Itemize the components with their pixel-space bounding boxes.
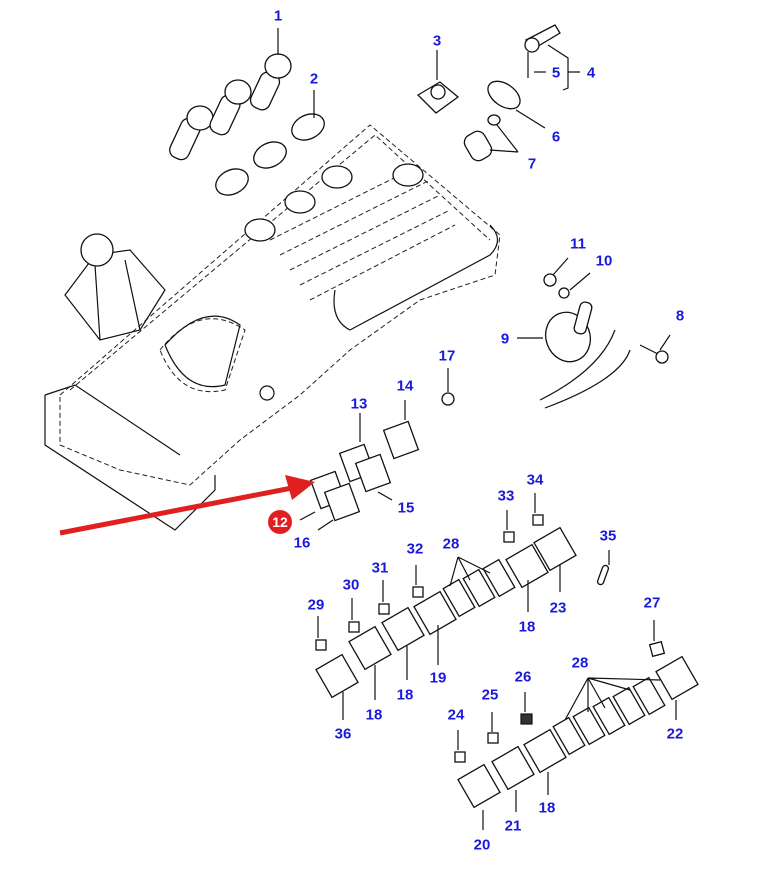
callout-6[interactable]: 6 <box>551 128 561 146</box>
callout-7[interactable]: 7 <box>527 155 537 173</box>
callout-31[interactable]: 31 <box>371 559 389 577</box>
callout-10[interactable]: 10 <box>595 252 613 270</box>
callout-30[interactable]: 30 <box>342 576 360 594</box>
callout-24[interactable]: 24 <box>447 706 465 724</box>
callout-19[interactable]: 19 <box>429 669 447 687</box>
callout-4[interactable]: 4 <box>586 64 596 82</box>
callout-21[interactable]: 21 <box>504 817 522 835</box>
callout-18[interactable]: 18 <box>365 706 383 724</box>
callout-18[interactable]: 18 <box>538 799 556 817</box>
lower-switch-row <box>454 620 699 830</box>
callout-28[interactable]: 28 <box>571 654 589 672</box>
callout-8[interactable]: 8 <box>675 307 685 325</box>
callout-9[interactable]: 9 <box>500 330 510 348</box>
callout-22[interactable]: 22 <box>666 725 684 743</box>
callout-28[interactable]: 28 <box>442 535 460 553</box>
callout-34[interactable]: 34 <box>526 471 544 489</box>
callout-23[interactable]: 23 <box>549 599 567 617</box>
part-10-11-washers <box>543 257 591 299</box>
callout-26[interactable]: 26 <box>514 668 532 686</box>
upper-switch-row <box>315 493 610 720</box>
callout-18[interactable]: 18 <box>518 618 536 636</box>
callout-3[interactable]: 3 <box>432 32 442 50</box>
part-2-bezels <box>215 90 325 196</box>
console-recesses <box>244 163 424 242</box>
callout-14[interactable]: 14 <box>396 377 414 395</box>
part-3-switch <box>416 50 460 114</box>
part-9-horn <box>517 301 631 409</box>
callout-16[interactable]: 16 <box>293 534 311 552</box>
console-housing <box>44 124 501 531</box>
part-4-ignition-key <box>524 24 580 91</box>
part-8-bolt <box>639 334 671 364</box>
callout-27[interactable]: 27 <box>643 594 661 612</box>
callout-17[interactable]: 17 <box>438 347 456 365</box>
callout-18[interactable]: 18 <box>396 686 414 704</box>
keypad-grid <box>269 164 456 301</box>
callout-13[interactable]: 13 <box>350 395 368 413</box>
callout-35[interactable]: 35 <box>599 527 617 545</box>
part-1-push-buttons <box>169 28 292 161</box>
callout-2[interactable]: 2 <box>309 70 319 88</box>
callout-15[interactable]: 15 <box>397 499 415 517</box>
callout-25[interactable]: 25 <box>481 686 499 704</box>
highlighted-callout-12[interactable]: 12 <box>268 510 292 534</box>
callout-32[interactable]: 32 <box>406 540 424 558</box>
callout-33[interactable]: 33 <box>497 487 515 505</box>
highlight-arrow <box>59 475 315 536</box>
callout-20[interactable]: 20 <box>473 836 491 854</box>
part-6-key-fob <box>487 80 546 129</box>
callout-1[interactable]: 1 <box>273 7 283 25</box>
part-17-plug <box>441 368 455 406</box>
callout-11[interactable]: 11 <box>570 235 586 253</box>
joystick <box>64 233 166 341</box>
callout-36[interactable]: 36 <box>334 725 352 743</box>
parts-13-16-switches <box>299 400 420 531</box>
callout-5[interactable]: 5 <box>551 64 561 82</box>
part-7-lock-cylinder <box>463 114 519 162</box>
callout-29[interactable]: 29 <box>307 596 325 614</box>
